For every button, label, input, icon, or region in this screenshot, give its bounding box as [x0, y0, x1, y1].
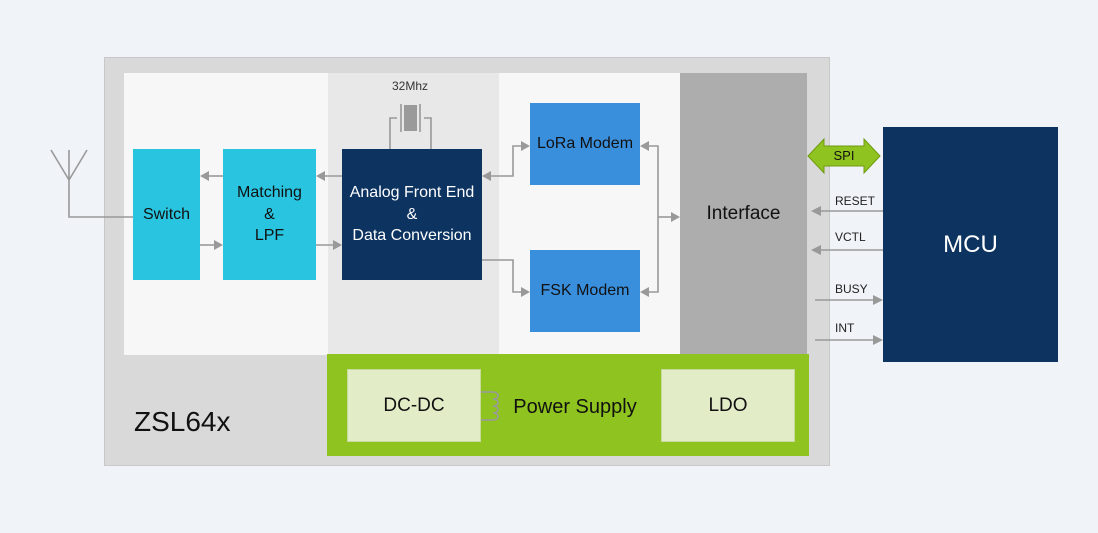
power-supply-label: Power Supply [513, 395, 637, 418]
lora-modem-block: LoRa Modem [530, 103, 640, 185]
int-signal-label: INT [835, 321, 855, 335]
afe-line-2: & [406, 205, 418, 223]
matching-lpf-block: Matching & LPF [223, 149, 316, 280]
switch-block: Switch [133, 149, 200, 280]
afe-block: Analog Front End & Data Conversion [342, 149, 482, 280]
antenna-icon [50, 149, 133, 218]
dcdc-block: DC-DC [347, 369, 481, 442]
spi-arrow [807, 137, 881, 175]
matching-line-2: & [264, 205, 275, 223]
crystal-icon [404, 105, 417, 131]
matching-line-3: LPF [254, 227, 285, 245]
matching-line-1: Matching [237, 184, 302, 202]
ldo-block: LDO [661, 369, 795, 442]
crystal-label: 32Mhz [391, 79, 429, 93]
vctl-signal-label: VCTL [835, 230, 866, 244]
chip-name: ZSL64x [134, 406, 231, 437]
fsk-modem-block: FSK Modem [530, 250, 640, 332]
interface-block: Interface [680, 73, 807, 355]
afe-line-1: Analog Front End [349, 184, 475, 202]
spi-label: SPI [833, 147, 855, 163]
afe-line-3: Data Conversion [352, 227, 472, 245]
busy-signal-label: BUSY [835, 282, 868, 296]
mcu-block: MCU [883, 127, 1058, 362]
reset-signal-label: RESET [835, 194, 876, 208]
